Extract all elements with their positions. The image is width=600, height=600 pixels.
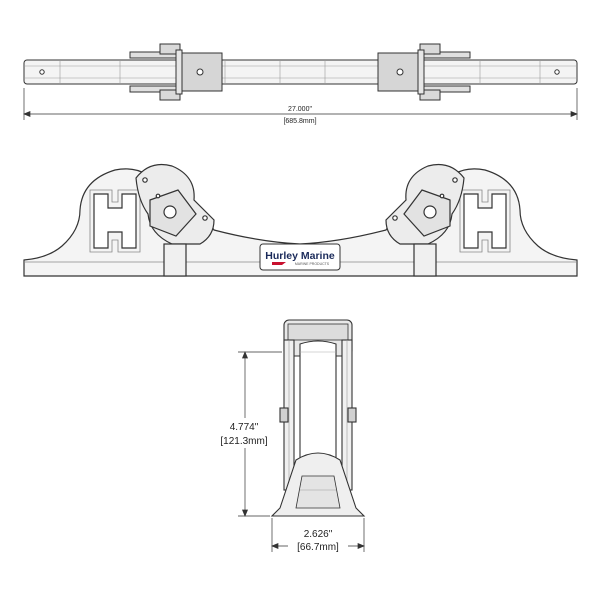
height-dimension-inches: 4.774" (230, 422, 259, 433)
width-dimension-mm: [66.7mm] (297, 542, 339, 553)
side-view-h-slot-right (463, 193, 507, 249)
logo-name: Hurley Marine (265, 250, 335, 262)
top-view (23, 43, 578, 101)
side-view (23, 163, 578, 277)
length-dimension (23, 88, 578, 120)
side-view-latch-right (385, 163, 465, 245)
top-view-bracket-right (377, 43, 471, 101)
end-view (270, 319, 366, 517)
top-view-bracket-left (129, 43, 223, 101)
side-view-foot-left (163, 243, 187, 277)
side-view-latch-left (135, 163, 215, 245)
end-view-bolt-right (347, 407, 357, 423)
logo-tagline: MARINE PRODUCTS (295, 262, 330, 266)
end-view-bolt-left (279, 407, 289, 423)
top-view-hole-left (39, 69, 45, 75)
end-view-blade (299, 340, 337, 463)
height-dimension-mm: [121.3mm] (220, 436, 267, 447)
hurley-marine-logo: Hurley Marine MARINE PRODUCTS (259, 243, 341, 271)
top-view-hole-right (554, 69, 560, 75)
top-view-bar (23, 59, 578, 85)
width-dimension-inches: 2.626" (304, 529, 333, 540)
side-view-foot-right (413, 243, 437, 277)
side-view-h-slot-left (93, 193, 137, 249)
length-dimension-mm: [685.8mm] (283, 118, 316, 125)
length-dimension-inches: 27.000" (288, 106, 312, 113)
